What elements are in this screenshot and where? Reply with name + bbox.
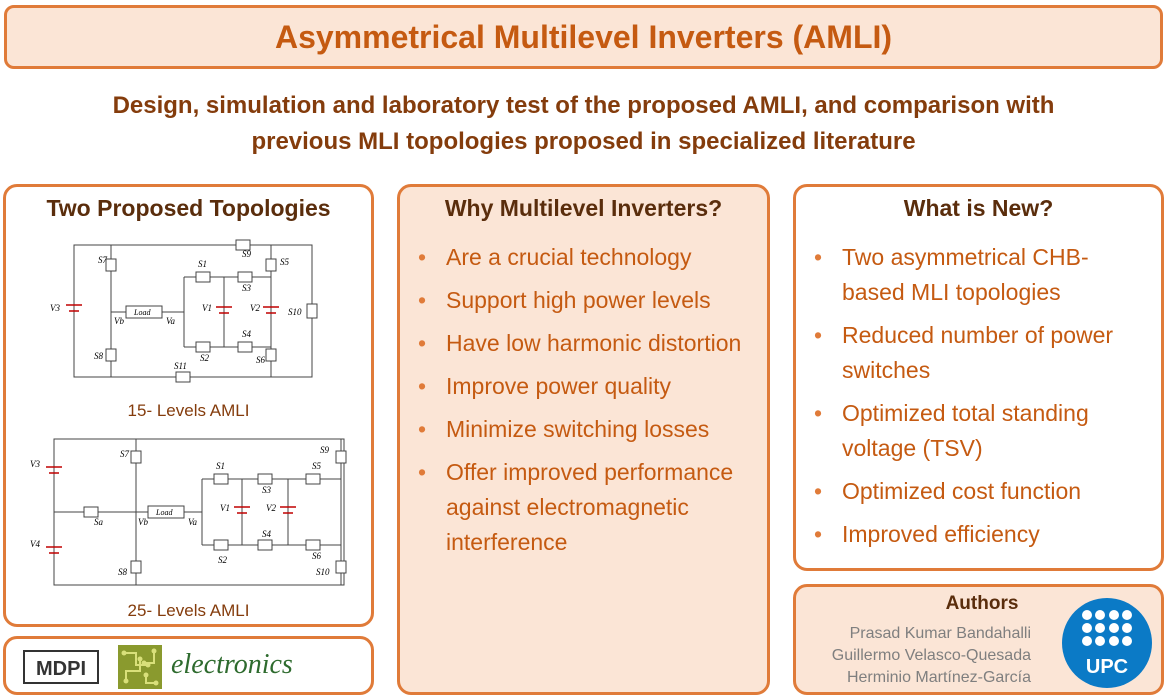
why-item: Support high power levels <box>416 283 751 318</box>
whats-new-item: Two asymmetrical CHB-based MLI topologie… <box>812 240 1145 310</box>
author-name: Prasad Kumar Bandahalli <box>849 625 1031 642</box>
label-s4-25: S4 <box>262 529 272 539</box>
label-v3-25: V3 <box>30 459 40 469</box>
upc-logo-icon: UPC <box>1062 598 1152 688</box>
label-v2: V2 <box>250 303 260 313</box>
label-s3: S3 <box>242 283 252 293</box>
label-s11: S11 <box>174 361 187 371</box>
label-va: Va <box>166 316 176 326</box>
caption-15-level: 15- Levels AMLI <box>127 401 250 420</box>
label-s5-25: S5 <box>312 461 322 471</box>
why-title: Why Multilevel Inverters? <box>444 195 723 221</box>
load-label-15: Load <box>133 308 151 317</box>
circuit-25-level-diagram: S7 S9 S5 S1 S3 V3 Sa Vb Va V1 V2 V4 S8 S… <box>30 438 347 586</box>
why-item: Improve power quality <box>416 369 751 404</box>
label-s4: S4 <box>242 329 252 339</box>
page-subtitle: Design, simulation and laboratory test o… <box>20 88 1147 160</box>
why-item: Minimize switching losses <box>416 412 751 447</box>
title-banner: Asymmetrical Multilevel Inverters (AMLI) <box>4 5 1163 69</box>
why-item: Are a crucial technology <box>416 240 751 275</box>
whats-new-item: Optimized total standing voltage (TSV) <box>812 396 1145 466</box>
whats-new-panel: What is New? Two asymmetrical CHB-based … <box>793 184 1164 571</box>
label-s1: S1 <box>198 259 207 269</box>
whats-new-item: Optimized cost function <box>812 474 1145 509</box>
label-s7-25: S7 <box>120 449 130 459</box>
label-s10-25: S10 <box>316 567 330 577</box>
topologies-title: Two Proposed Topologies <box>46 195 331 221</box>
label-s10: S10 <box>288 307 302 317</box>
label-s8-25: S8 <box>118 567 128 577</box>
label-v1-25: V1 <box>220 503 230 513</box>
why-list: Are a crucial technology Support high po… <box>416 240 751 560</box>
label-v4-25: V4 <box>30 539 40 549</box>
label-s2-25: S2 <box>218 555 228 565</box>
subtitle-line-1: Design, simulation and laboratory test o… <box>112 92 1055 119</box>
electronics-journal-icon <box>118 645 162 689</box>
label-s6-25: S6 <box>312 551 322 561</box>
whats-new-item: Improved efficiency <box>812 517 1145 552</box>
why-item: Have low harmonic distortion <box>416 326 751 361</box>
author-name: Guillermo Velasco-Quesada <box>831 647 1031 664</box>
publisher-logos-panel: MDPI electronics <box>3 636 374 695</box>
mdpi-logo-text: MDPI <box>36 658 86 680</box>
label-s6: S6 <box>256 355 266 365</box>
label-v3: V3 <box>50 303 60 313</box>
whats-new-list: Two asymmetrical CHB-based MLI topologie… <box>812 240 1145 552</box>
label-vb-25: Vb <box>138 517 148 527</box>
mdpi-logo-icon: MDPI <box>23 650 99 684</box>
label-s9-25: S9 <box>320 445 330 455</box>
whats-new-title: What is New? <box>903 195 1054 221</box>
label-s7: S7 <box>98 255 108 265</box>
label-s9: S9 <box>242 249 252 259</box>
why-panel: Why Multilevel Inverters? Are a crucial … <box>397 184 770 695</box>
label-s3-25: S3 <box>262 485 272 495</box>
why-item: Offer improved performance against elect… <box>416 455 751 560</box>
topologies-panel: Two Proposed Topologies <box>3 184 374 627</box>
authors-panel: Authors Prasad Kumar Bandahalli Guillerm… <box>793 584 1164 695</box>
label-sa-25: Sa <box>94 517 104 527</box>
label-s8: S8 <box>94 351 104 361</box>
caption-25-level: 25- Levels AMLI <box>127 601 250 620</box>
label-vb: Vb <box>114 316 124 326</box>
label-s5: S5 <box>280 257 290 267</box>
label-va-25: Va <box>188 517 198 527</box>
upc-logo-text: UPC <box>1086 656 1128 678</box>
label-v2-25: V2 <box>266 503 276 513</box>
label-s2: S2 <box>200 353 210 363</box>
load-label-25: Load <box>155 508 173 517</box>
authors-title: Authors <box>945 593 1019 614</box>
electronics-journal-name: electronics <box>171 649 293 680</box>
label-s1-25: S1 <box>216 461 225 471</box>
subtitle-line-2: previous MLI topologies proposed in spec… <box>251 128 916 155</box>
author-name: Herminio Martínez-García <box>846 669 1031 686</box>
whats-new-item: Reduced number of power switches <box>812 318 1145 388</box>
label-v1: V1 <box>202 303 212 313</box>
circuit-15-level-diagram: S7 S9 S5 S1 S3 V3 Vb Va V1 V2 S10 S4 S8 … <box>50 239 318 383</box>
page-title: Asymmetrical Multilevel Inverters (AMLI) <box>274 18 893 55</box>
